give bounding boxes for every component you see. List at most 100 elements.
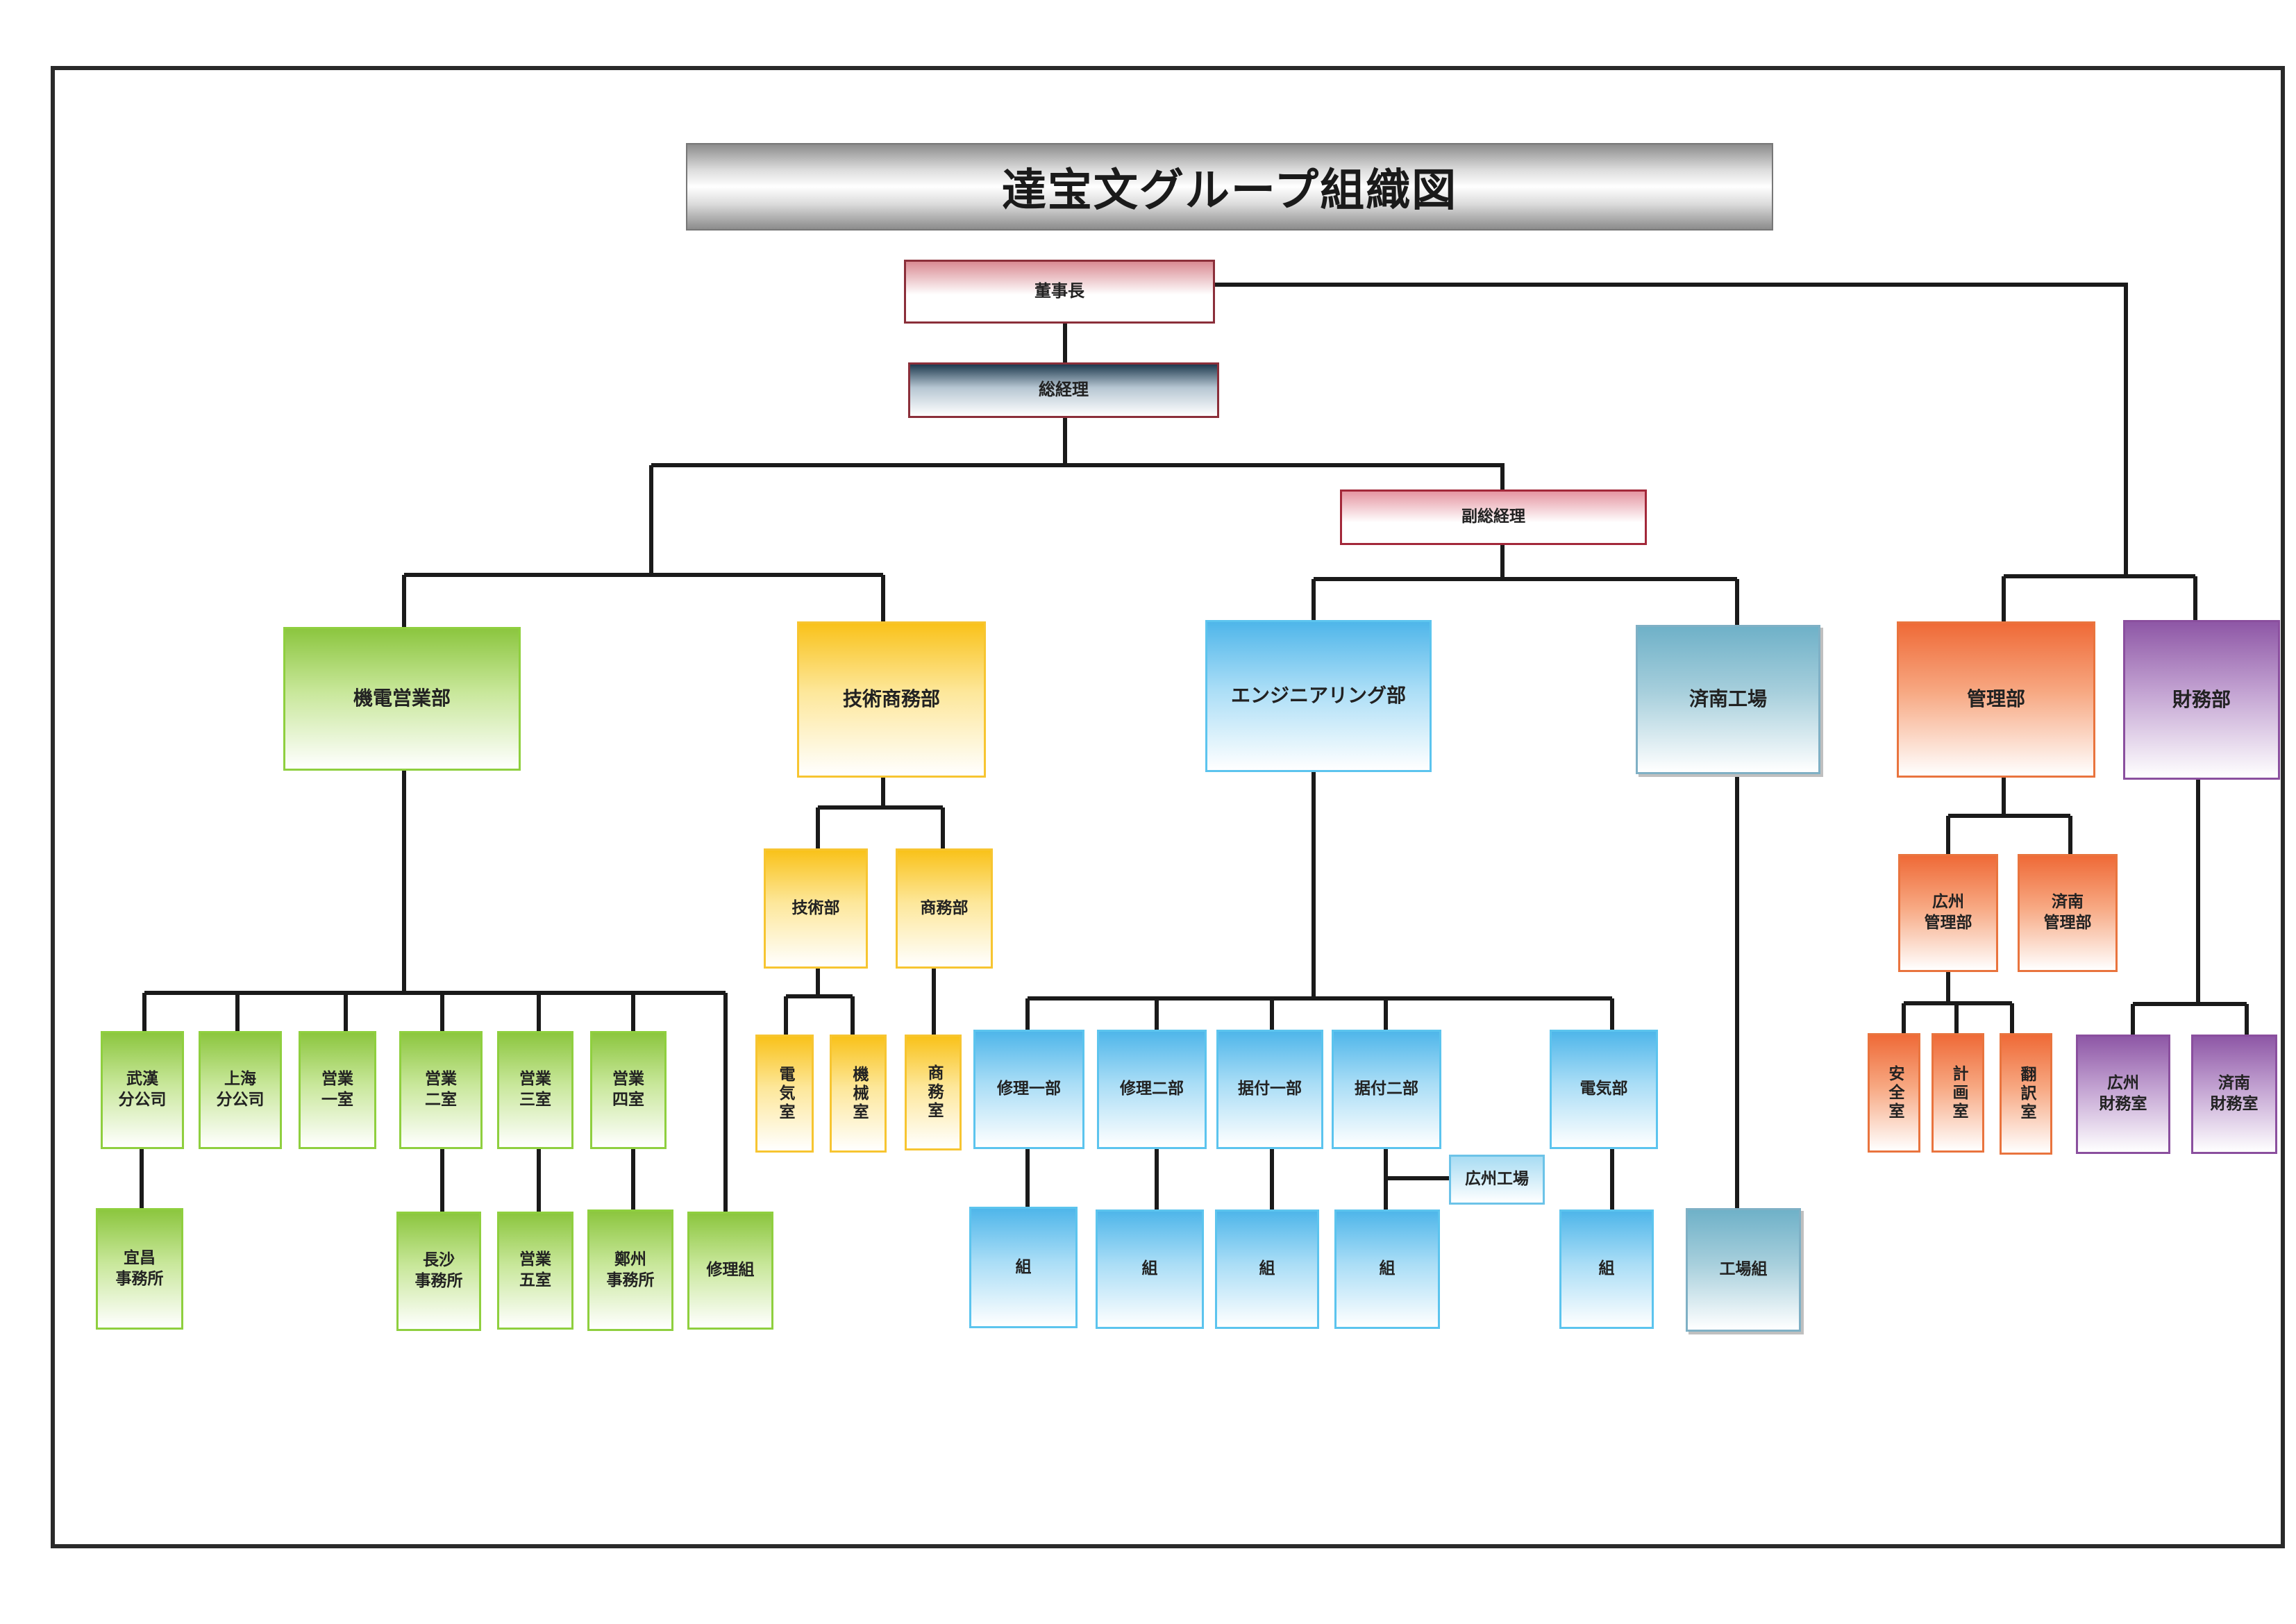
sales-room-2-line2: 二室 — [425, 1091, 457, 1109]
sales-room-3-line2: 三室 — [519, 1091, 551, 1109]
install-2-label: 据付二部 — [1355, 1080, 1418, 1098]
install-1-team-label: 組 — [1259, 1259, 1275, 1278]
repair-1-team-label: 組 — [1015, 1257, 1032, 1276]
machine-room-label: 機械室 — [849, 1065, 868, 1122]
jinan-admin-line1: 済南 — [2052, 893, 2084, 912]
zhengzhou-office-box: 鄭州事務所 — [587, 1209, 673, 1331]
planning-room-label: 計画室 — [1949, 1064, 1968, 1121]
electric-team-label: 組 — [1598, 1259, 1615, 1278]
electric-dept-box: 電気部 — [1550, 1030, 1658, 1149]
sales-room-4-box: 営業四室 — [590, 1031, 667, 1149]
guangzhou-finance-line2: 財務室 — [2099, 1095, 2147, 1113]
shanghai-branch-box: 上海分公司 — [199, 1031, 282, 1149]
guangzhou-factory-label: 広州工場 — [1465, 1170, 1529, 1189]
factory-team-box: 工場組 — [1686, 1208, 1801, 1332]
page-frame — [51, 66, 2285, 1548]
yichang-office-line1: 宜昌 — [124, 1248, 156, 1267]
install-2-box: 据付二部 — [1332, 1030, 1441, 1149]
yichang-office-box: 宜昌事務所 — [96, 1208, 183, 1330]
jinan-admin-box: 済南管理部 — [2018, 854, 2118, 972]
repair-team-label: 修理組 — [706, 1261, 755, 1280]
jinan-factory-box: 済南工場 — [1636, 625, 1820, 774]
admin-dept-label: 管理部 — [1966, 687, 2025, 711]
guangzhou-finance-line1: 広州 — [2107, 1074, 2139, 1093]
business-dept-label: 商務部 — [920, 898, 969, 917]
engineering-dept-box: エンジニアリング部 — [1205, 620, 1432, 772]
chairman-label: 董事長 — [1034, 281, 1084, 301]
sales-room-5-box: 営業五室 — [497, 1212, 573, 1330]
link-chairman-right — [1215, 283, 2128, 576]
sales-room-1-line1: 営業 — [321, 1070, 353, 1089]
sales-room-1-box: 営業一室 — [299, 1031, 376, 1149]
guangzhou-finance-box: 広州財務室 — [2076, 1035, 2170, 1154]
install-2-team-box: 組 — [1334, 1209, 1440, 1329]
finance-dept-label: 財務部 — [2172, 687, 2231, 711]
electric-room-label: 電気室 — [776, 1065, 794, 1122]
zhengzhou-office-line2: 事務所 — [606, 1271, 655, 1289]
sales-room-4-line1: 営業 — [612, 1070, 644, 1089]
electric-room-box: 電気室 — [755, 1035, 814, 1153]
guangzhou-admin-box: 広州管理部 — [1898, 854, 1998, 972]
jinan-admin-line2: 管理部 — [2043, 914, 2092, 932]
sales-room-4-line2: 四室 — [612, 1091, 644, 1109]
yichang-office-line2: 事務所 — [115, 1269, 164, 1288]
sales-room-2-box: 営業二室 — [399, 1031, 483, 1149]
wuhan-branch-line2: 分公司 — [118, 1091, 167, 1109]
sales-room-1-line2: 一室 — [321, 1091, 353, 1109]
guangzhou-admin-line1: 広州 — [1932, 893, 1964, 912]
changsha-office-box: 長沙事務所 — [396, 1212, 481, 1331]
zhengzhou-office-line1: 鄭州 — [614, 1250, 646, 1269]
repair-2-label: 修理二部 — [1120, 1080, 1184, 1098]
business-dept-box: 商務部 — [896, 848, 993, 969]
shanghai-branch-line1: 上海 — [224, 1070, 256, 1089]
safety-room-box: 安全室 — [1868, 1033, 1920, 1153]
wuhan-branch-line1: 武漢 — [126, 1070, 158, 1089]
repair-2-team-label: 組 — [1141, 1259, 1158, 1278]
business-room-box: 商務室 — [905, 1035, 962, 1150]
business-room-label: 商務室 — [924, 1064, 943, 1121]
engineering-dept-label: エンジニアリング部 — [1230, 684, 1406, 708]
translation-room-label: 翻訳室 — [2017, 1066, 2036, 1122]
gm-label: 総経理 — [1039, 380, 1089, 400]
repair-1-label: 修理一部 — [997, 1080, 1061, 1098]
sales-room-3-box: 営業三室 — [497, 1031, 573, 1149]
finance-dept-box: 財務部 — [2123, 620, 2280, 780]
repair-team-box: 修理組 — [687, 1212, 773, 1330]
translation-room-box: 翻訳室 — [2000, 1033, 2052, 1155]
sales-room-5-line1: 営業 — [519, 1250, 551, 1269]
repair-1-box: 修理一部 — [973, 1030, 1084, 1149]
sales-dept-label: 機電営業部 — [353, 687, 451, 710]
electric-team-box: 組 — [1559, 1209, 1654, 1329]
install-1-team-box: 組 — [1215, 1209, 1319, 1329]
repair-2-team-box: 組 — [1096, 1209, 1204, 1329]
sales-room-5-line2: 五室 — [519, 1271, 551, 1289]
changsha-office-line2: 事務所 — [414, 1272, 463, 1290]
tech-business-dept-box: 技術商務部 — [797, 621, 986, 778]
guangzhou-admin-line2: 管理部 — [1924, 914, 1972, 932]
install-1-box: 据付一部 — [1216, 1030, 1323, 1149]
planning-room-box: 計画室 — [1932, 1033, 1984, 1153]
jinan-factory-label: 済南工場 — [1689, 687, 1767, 711]
changsha-office-line1: 長沙 — [423, 1251, 455, 1270]
chart-title: 達宝文グループ組織図 — [686, 143, 1773, 231]
repair-1-team-box: 組 — [969, 1207, 1078, 1328]
factory-team-label: 工場組 — [1719, 1260, 1768, 1279]
sales-room-3-line1: 営業 — [519, 1070, 551, 1089]
machine-room-box: 機械室 — [830, 1035, 887, 1153]
safety-room-label: 安全室 — [1885, 1064, 1904, 1121]
electric-dept-label: 電気部 — [1579, 1080, 1628, 1098]
jinan-finance-line1: 済南 — [2218, 1074, 2250, 1093]
install-2-team-label: 組 — [1379, 1259, 1396, 1278]
jinan-finance-line2: 財務室 — [2210, 1095, 2259, 1113]
tech-dept-label: 技術部 — [791, 898, 840, 917]
tech-dept-box: 技術部 — [764, 848, 868, 969]
guangzhou-factory-box: 広州工場 — [1449, 1155, 1545, 1205]
link-gm-branches — [651, 463, 1505, 489]
install-1-label: 据付一部 — [1238, 1080, 1302, 1098]
chairman-box: 董事長 — [904, 260, 1215, 324]
tech-business-dept-label: 技術商務部 — [842, 687, 940, 711]
sales-dept-box: 機電営業部 — [283, 627, 521, 771]
admin-dept-box: 管理部 — [1897, 621, 2095, 778]
repair-2-box: 修理二部 — [1097, 1030, 1207, 1149]
